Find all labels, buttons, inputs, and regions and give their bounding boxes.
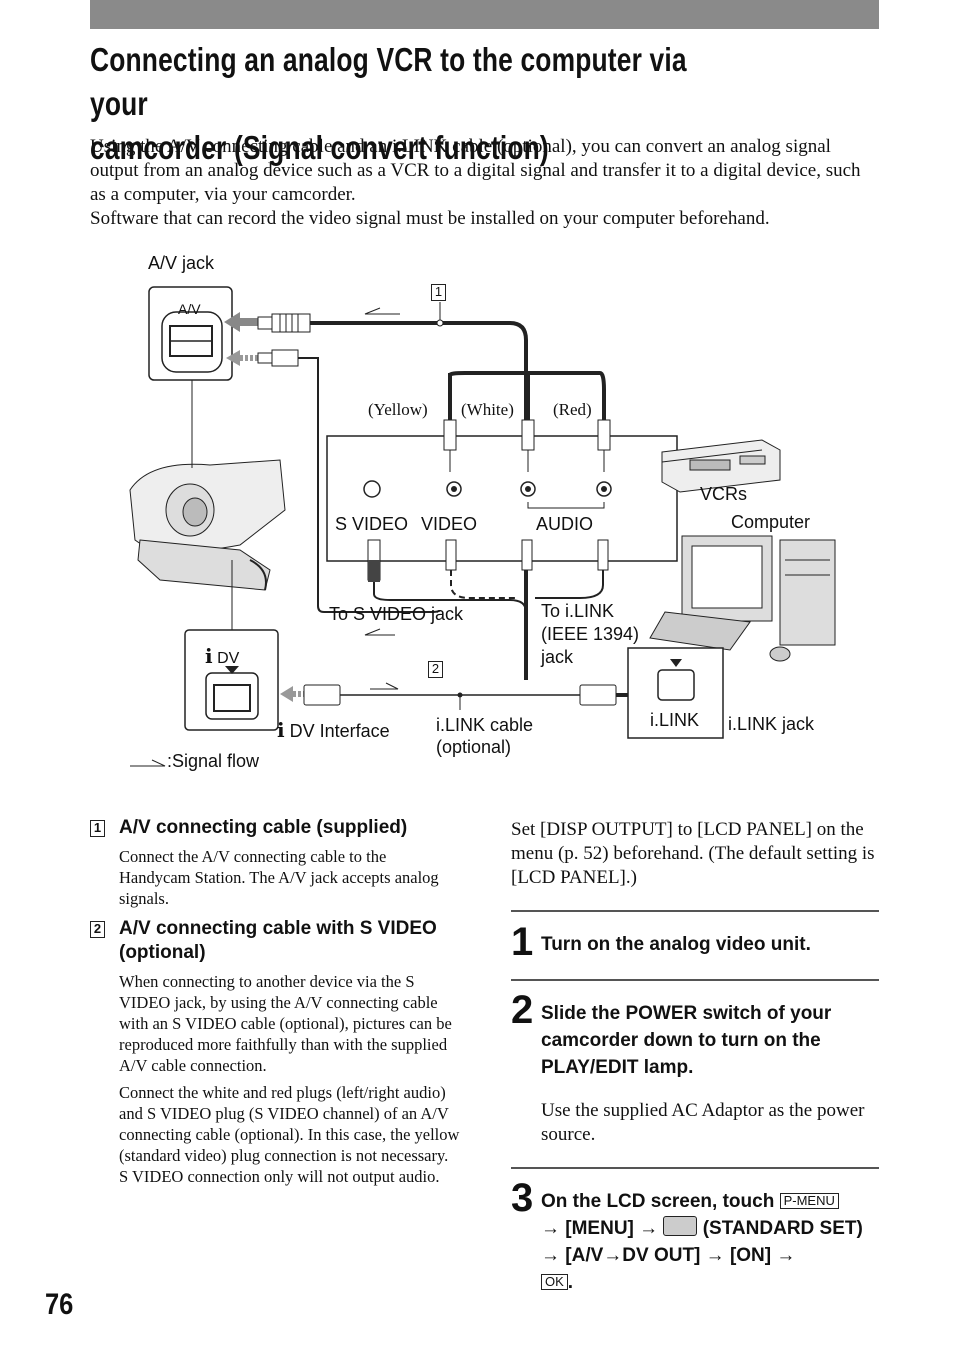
white-label: (White) xyxy=(461,400,514,419)
connection-diagram: A/V jack A/V 1 (Yellow) (White) (Red) VC… xyxy=(90,240,890,800)
divider xyxy=(511,910,879,912)
to-ilink-line-3: jack xyxy=(541,647,574,667)
item-1-number: 1 xyxy=(90,820,105,837)
dv-interface-text: DV Interface xyxy=(289,721,390,741)
computer-device xyxy=(649,535,836,662)
divider xyxy=(511,979,879,981)
step-2-text: Slide the POWER switch of your camcorder… xyxy=(541,1003,832,1078)
vcr-device xyxy=(661,439,781,493)
page-title: Connecting an analog VCR to the computer… xyxy=(90,38,730,170)
diagram-lines xyxy=(129,286,836,767)
vcrs-label: VCRs xyxy=(700,484,748,504)
item-1-heading: A/V connecting cable (supplied) xyxy=(119,817,408,838)
dv-interface-label: i DV Interface xyxy=(277,718,390,742)
intro-text: Using the A/V connecting cable and an i.… xyxy=(90,135,880,231)
step-2-number: 2 xyxy=(511,988,534,1032)
callout-1: 1 xyxy=(431,284,446,301)
item-2-heading: A/V connecting cable with S VIDEO (optio… xyxy=(119,918,437,963)
step-2-note: Use the supplied AC Adaptor as the power… xyxy=(541,1100,865,1145)
arrow-icon: → xyxy=(603,1245,623,1266)
step-3-part-1: On the LCD screen, touch xyxy=(541,1191,775,1212)
red-label: (Red) xyxy=(553,400,592,419)
step-3-menu: [MENU] xyxy=(565,1218,634,1239)
toolbox-icon xyxy=(663,1216,698,1236)
title-line-2: camcorder (Signal convert function) xyxy=(90,129,549,166)
step-3-text: On the LCD screen, touch P-MENU → [MENU]… xyxy=(541,1188,881,1296)
audio-jack-label: AUDIO xyxy=(536,514,594,534)
item-1: 1 A/V connecting cable (supplied) Connec… xyxy=(90,816,460,909)
intro-paragraph-2: Software that can record the video signa… xyxy=(90,208,770,229)
ilink-jack-label: i.LINK jack xyxy=(728,714,815,734)
item-2-body-2: Connect the white and red plugs (left/ri… xyxy=(119,1083,460,1186)
step-3-standard-set: (STANDARD SET) xyxy=(702,1218,863,1239)
arrow-icon: → xyxy=(705,1245,725,1266)
computer-label: Computer xyxy=(731,512,811,532)
av-port-label: A/V xyxy=(178,301,201,317)
arrow-icon: → xyxy=(541,1218,560,1239)
arrow-icon: → xyxy=(776,1245,796,1266)
item-2-number: 2 xyxy=(90,921,105,938)
signal-flow-legend: :Signal flow xyxy=(167,751,260,771)
step-3-on: [ON] xyxy=(729,1245,772,1266)
header-bar xyxy=(90,0,879,29)
page-number: 76 xyxy=(45,1288,74,1321)
dv-text: DV xyxy=(217,650,240,667)
p-menu-button[interactable]: P-MENU xyxy=(779,1193,839,1209)
step-3-number: 3 xyxy=(511,1176,534,1220)
yellow-label: (Yellow) xyxy=(368,400,428,419)
step-3-av: [A/V xyxy=(565,1245,604,1266)
vcr-jack-panel xyxy=(326,435,678,562)
ilink-cable-line-2: (optional) xyxy=(436,737,512,757)
item-2: 2 A/V connecting cable with S VIDEO (opt… xyxy=(90,917,460,1187)
to-ilink-line-2: (IEEE 1394) xyxy=(541,624,640,644)
intro-paragraph-1: Using the A/V connecting cable and an i.… xyxy=(90,136,861,205)
callout-2: 2 xyxy=(428,661,443,678)
item-1-body: Connect the A/V connecting cable to the … xyxy=(119,847,439,908)
cable-descriptions: 1 A/V connecting cable (supplied) Connec… xyxy=(90,816,460,1193)
ilink-i-icon: i xyxy=(205,644,213,668)
ok-button[interactable]: OK xyxy=(541,1274,568,1290)
solid-arrow-icon xyxy=(224,312,240,332)
to-s-video-jack-label: To S VIDEO jack xyxy=(329,604,464,624)
ilink-cable-line-1: i.LINK cable xyxy=(436,715,534,735)
step-3-dv-out: DV OUT] xyxy=(622,1245,701,1266)
s-video-jack-label: S VIDEO xyxy=(335,514,409,534)
step-3-period: . xyxy=(567,1272,574,1293)
ilink-cable-label: i.LINK cable (optional) xyxy=(436,714,533,758)
dv-label: i DV xyxy=(205,644,239,668)
to-ilink-label: To i.LINK (IEEE 1394) jack xyxy=(541,600,639,669)
item-2-body-1: When connecting to another device via th… xyxy=(119,972,452,1075)
step-1-number: 1 xyxy=(511,920,534,964)
av-jack-label: A/V jack xyxy=(148,253,215,273)
ilink-port-label: i.LINK xyxy=(650,710,700,730)
video-jack-label: VIDEO xyxy=(421,514,478,534)
title-line-1: Connecting an analog VCR to the computer… xyxy=(90,41,687,122)
preface-text: Set [DISP OUTPUT] to [LCD PANEL] on the … xyxy=(511,819,875,888)
arrow-icon: → xyxy=(541,1245,560,1266)
ilink-i-icon: i xyxy=(277,718,285,742)
divider xyxy=(511,1167,879,1169)
arrow-icon: → xyxy=(639,1218,659,1239)
camcorder-device xyxy=(129,459,286,591)
step-1-text: Turn on the analog video unit. xyxy=(541,934,811,955)
to-ilink-line-1: To i.LINK xyxy=(541,601,615,621)
